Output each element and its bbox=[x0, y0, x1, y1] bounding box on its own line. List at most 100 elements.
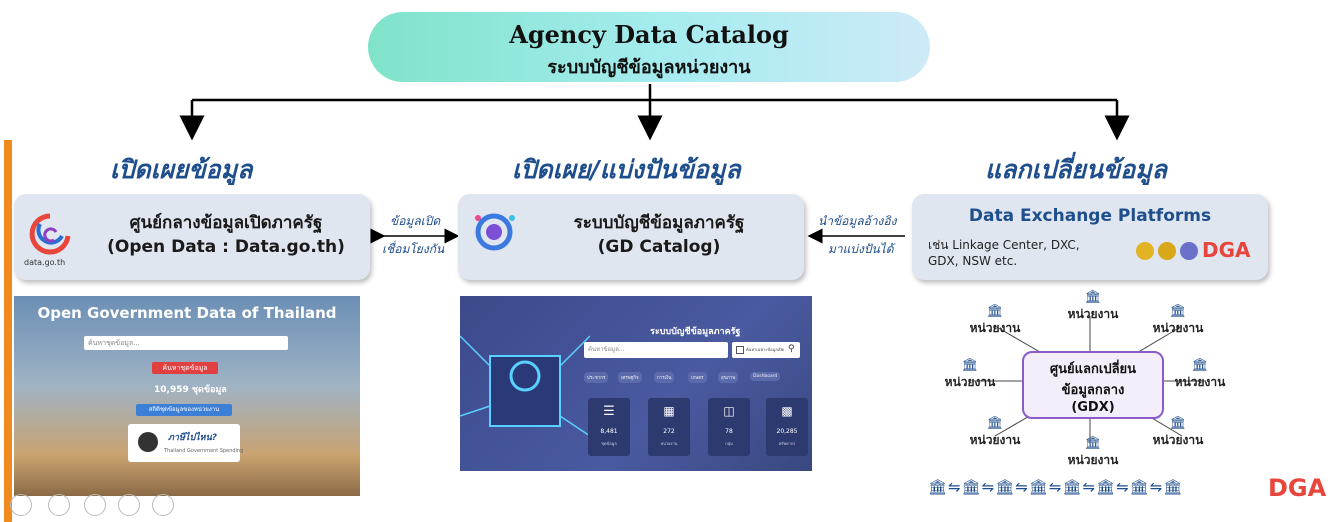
checkbox-icon[interactable] bbox=[736, 346, 744, 354]
ogd-search-input[interactable]: ค้นหาชุดข้อมูล... bbox=[84, 336, 288, 350]
bank-icon: 🏛 bbox=[1169, 416, 1187, 431]
arrow-label-top-left: ข้อมูลเปิด bbox=[390, 214, 441, 228]
ogd-title: Open Government Data of Thailand bbox=[37, 304, 337, 322]
gdc-chip[interactable]: การเงิน bbox=[654, 372, 675, 383]
title-banner: Agency Data Catalog ระบบบัญชีข้อมูลหน่วย… bbox=[368, 12, 930, 82]
dga-logo: DGA bbox=[1202, 238, 1251, 262]
agency-node: 🏛 หน่วยงาน bbox=[940, 358, 1000, 392]
gdc-chip[interactable]: เศรษฐกิจ bbox=[618, 372, 642, 383]
gdc-stat-label: ทรัพยากร bbox=[778, 441, 796, 446]
ogd-stats-button[interactable]: สถิติชุดข้อมูลของหน่วยงาน bbox=[136, 404, 232, 416]
pen-icon[interactable] bbox=[48, 494, 70, 516]
gdc-stat-label: ชุดข้อมูล bbox=[601, 441, 617, 446]
more-icon[interactable] bbox=[152, 494, 174, 516]
accent-bar bbox=[4, 140, 12, 522]
agency-label: หน่วยงาน bbox=[1067, 453, 1119, 467]
chip-illustration bbox=[460, 335, 590, 437]
search-icon[interactable]: ⚲ bbox=[788, 344, 795, 354]
card-open-data: data.go.th ศูนย์กลางข้อมูลเปิดภาครัฐ (Op… bbox=[14, 194, 370, 280]
agency-node: 🏛 หน่วยงาน bbox=[965, 416, 1025, 450]
agency-label: หน่วยงาน bbox=[969, 433, 1021, 447]
seal-logo bbox=[1180, 242, 1198, 260]
arrow-label-top-right: นำข้อมูลอ้างอิง bbox=[818, 214, 897, 228]
title-thai: ระบบบัญชีข้อมูลหน่วยงาน bbox=[547, 57, 751, 78]
ogd-spending-banner[interactable]: ภาษีไปไหน? Thailand Government Spending bbox=[128, 424, 244, 462]
open-data-title: ศูนย์กลางข้อมูลเปิดภาครัฐ bbox=[129, 213, 323, 233]
seal-logo bbox=[1136, 242, 1154, 260]
gdc-header-title: ระบบบัญชีข้อมูลภาครัฐ bbox=[650, 327, 741, 337]
agency-chain: 🏛⇋🏛⇋🏛⇋🏛⇋🏛⇋🏛⇋🏛⇋🏛 bbox=[928, 478, 1184, 496]
heading-share-data: เปิดเผย/แบ่งปันข้อมูล bbox=[512, 155, 741, 184]
agency-node: 🏛 หน่วยงาน bbox=[1148, 416, 1208, 450]
gdc-stat-card: ☰ 8,481 ชุดข้อมูล bbox=[588, 398, 630, 456]
play-icon[interactable] bbox=[10, 494, 32, 516]
gdc-stat-card: ▩ 20,285 ทรัพยากร bbox=[766, 398, 808, 456]
slides-icon[interactable] bbox=[84, 494, 106, 516]
agency-label: หน่วยงาน bbox=[944, 375, 996, 389]
zoom-icon[interactable] bbox=[118, 494, 140, 516]
heading-exchange-data: แลกเปลี่ยนข้อมูล bbox=[985, 155, 1167, 184]
agency-label: หน่วยงาน bbox=[1152, 321, 1204, 335]
title-english: Agency Data Catalog bbox=[509, 20, 789, 49]
gdx-hub: ศูนย์แลกเปลี่ยน ข้อมูลกลาง (GDX) bbox=[1022, 351, 1164, 419]
bank-icon: 🏛 bbox=[961, 358, 979, 373]
gdc-stat-value: 20,285 bbox=[776, 428, 798, 435]
bank-icon: 🏛 bbox=[986, 304, 1004, 319]
gdc-chip[interactable]: เกษตร bbox=[688, 372, 707, 383]
agency-label: หน่วยงาน bbox=[1174, 375, 1226, 389]
gdc-chip[interactable]: สุขภาพ bbox=[718, 372, 739, 383]
agency-node: 🏛 หน่วยงาน bbox=[1063, 290, 1123, 324]
data-exchange-title: Data Exchange Platforms bbox=[968, 206, 1212, 226]
data-go-th-logo bbox=[29, 213, 71, 255]
money-bag-icon bbox=[138, 432, 158, 452]
bank-icon: 🏛 bbox=[1084, 290, 1102, 305]
agency-label: หน่วยงาน bbox=[1152, 433, 1204, 447]
gdx-hub-line1: ศูนย์แลกเปลี่ยน bbox=[1049, 362, 1137, 377]
agency-icon: ▦ bbox=[663, 404, 675, 418]
gdc-stat-card: ▦ 272 หน่วยงาน bbox=[648, 398, 690, 456]
agency-node: 🏛 หน่วยงาน bbox=[1170, 358, 1230, 392]
gdc-stat-value: 78 bbox=[725, 428, 733, 435]
gdc-stat-label: หน่วยงาน bbox=[660, 441, 678, 446]
bank-icon: 🏛 bbox=[986, 416, 1004, 431]
group-icon: ◫ bbox=[723, 404, 735, 418]
data-go-th-logo-text: data.go.th bbox=[24, 258, 66, 267]
gd-catalog-screenshot: ระบบบัญชีข้อมูลภาครัฐ ค้นหาข้อมูล... ค้น… bbox=[460, 296, 812, 471]
chart-icon: ▩ bbox=[781, 404, 793, 418]
gdc-stat-value: 8,481 bbox=[600, 428, 618, 435]
card-data-exchange: Data Exchange Platforms เช่น Linkage Cen… bbox=[912, 194, 1268, 280]
gdc-checkbox-label: ค้นหาเฉพาะข้อมูลเปิด bbox=[746, 347, 785, 352]
banner-subtitle: Thailand Government Spending bbox=[164, 448, 244, 454]
heading-open-data: เปิดเผยข้อมูล bbox=[110, 155, 253, 184]
agency-node: 🏛 หน่วยงาน bbox=[1063, 436, 1123, 470]
open-data-subtitle: (Open Data : Data.go.th) bbox=[107, 237, 345, 257]
gdc-stat-card: ◫ 78 กลุ่ม bbox=[708, 398, 750, 456]
gd-catalog-title: ระบบบัญชีข้อมูลภาครัฐ bbox=[573, 213, 745, 233]
arrow-label-bottom-left: เชื่อมโยงกัน bbox=[382, 242, 445, 256]
arrow-label-bottom-right: มาแบ่งปันได้ bbox=[828, 242, 894, 256]
bank-icon: 🏛 bbox=[1169, 304, 1187, 319]
gdc-chip[interactable]: ประชากร bbox=[584, 372, 609, 383]
gdx-hub-line3: (GDX) bbox=[1071, 400, 1115, 415]
gdc-stat-label: กลุ่ม bbox=[725, 441, 733, 446]
gdc-category-chips: ประชากร เศรษฐกิจ การเงิน เกษตร สุขภาพ Da… bbox=[584, 372, 804, 384]
open-data-screenshot: Open Government Data of Thailand ค้นหาชุ… bbox=[14, 296, 360, 496]
data-exchange-examples-1: เช่น Linkage Center, DXC, bbox=[928, 238, 1080, 252]
agency-label: หน่วยงาน bbox=[1067, 307, 1119, 321]
dga-logo-bottom: DGA bbox=[1268, 474, 1327, 502]
gdc-chip[interactable]: Dashboard bbox=[750, 372, 781, 381]
gd-catalog-logo bbox=[475, 213, 515, 251]
gdx-hub-line2: ข้อมูลกลาง bbox=[1061, 383, 1125, 398]
gdc-stat-value: 272 bbox=[663, 428, 675, 435]
card-gd-catalog: ระบบบัญชีข้อมูลภาครัฐ (GD Catalog) bbox=[458, 194, 804, 280]
ogd-dataset-count: 10,959 ชุดข้อมูล bbox=[154, 385, 227, 395]
gdc-search-options[interactable]: ค้นหาเฉพาะข้อมูลเปิด ⚲ bbox=[732, 342, 800, 358]
agency-label: หน่วยงาน bbox=[969, 321, 1021, 335]
agency-node: 🏛 หน่วยงาน bbox=[1148, 304, 1208, 338]
ogd-search-button[interactable]: ค้นหาชุดข้อมูล bbox=[152, 362, 218, 374]
gdc-search-input[interactable]: ค้นหาข้อมูล... bbox=[584, 342, 728, 358]
database-icon: ☰ bbox=[603, 404, 615, 419]
banner-title: ภาษีไปไหน? bbox=[168, 433, 217, 443]
data-exchange-examples-2: GDX, NSW etc. bbox=[928, 254, 1018, 268]
